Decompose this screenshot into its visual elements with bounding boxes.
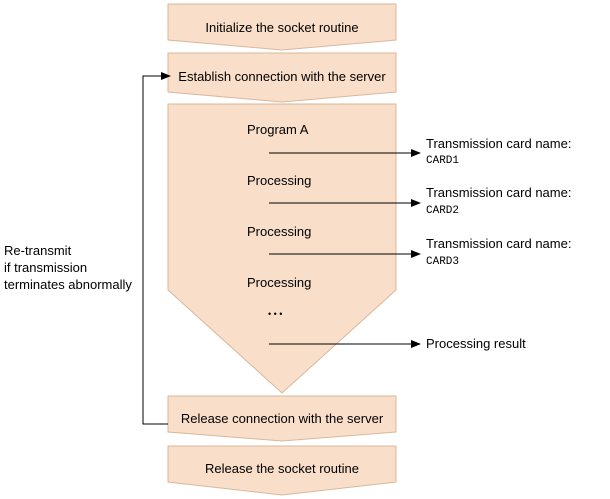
init-step-label: Initialize the socket routine: [205, 20, 359, 35]
init-step-shape: [167, 3, 397, 51]
program-title: Program A: [247, 122, 309, 137]
program-shape: [167, 103, 397, 394]
result-label: Processing result: [426, 336, 526, 351]
output-label-1: Transmission card name:: [426, 136, 572, 151]
ellipsis: • • •: [268, 309, 283, 319]
output-label-2: Transmission card name:: [426, 185, 572, 200]
retransmit-line-1: Re-transmit: [4, 243, 72, 258]
processing-label-3: Processing: [247, 275, 312, 290]
connect-step-shape: [167, 52, 397, 103]
retransmit-line-3: terminates abnormally: [4, 277, 132, 292]
output-card-2: CARD2: [426, 205, 460, 217]
output-card-1: CARD1: [426, 155, 460, 167]
retransmit-line-2: if transmission: [4, 260, 88, 275]
processing-label-2: Processing: [247, 224, 312, 239]
release-socket-step-shape: [167, 445, 397, 496]
connect-step-label: Establish connection with the server: [178, 69, 386, 84]
release-conn-step-shape: [167, 395, 397, 442]
processing-label-1: Processing: [247, 173, 312, 188]
output-card-3: CARD3: [426, 256, 460, 268]
release-socket-step-label: Release the socket routine: [205, 461, 359, 476]
retransmit-loop-line: [142, 72, 171, 425]
release-conn-step-label: Release connection with the server: [180, 411, 384, 426]
output-label-3: Transmission card name:: [426, 236, 572, 251]
